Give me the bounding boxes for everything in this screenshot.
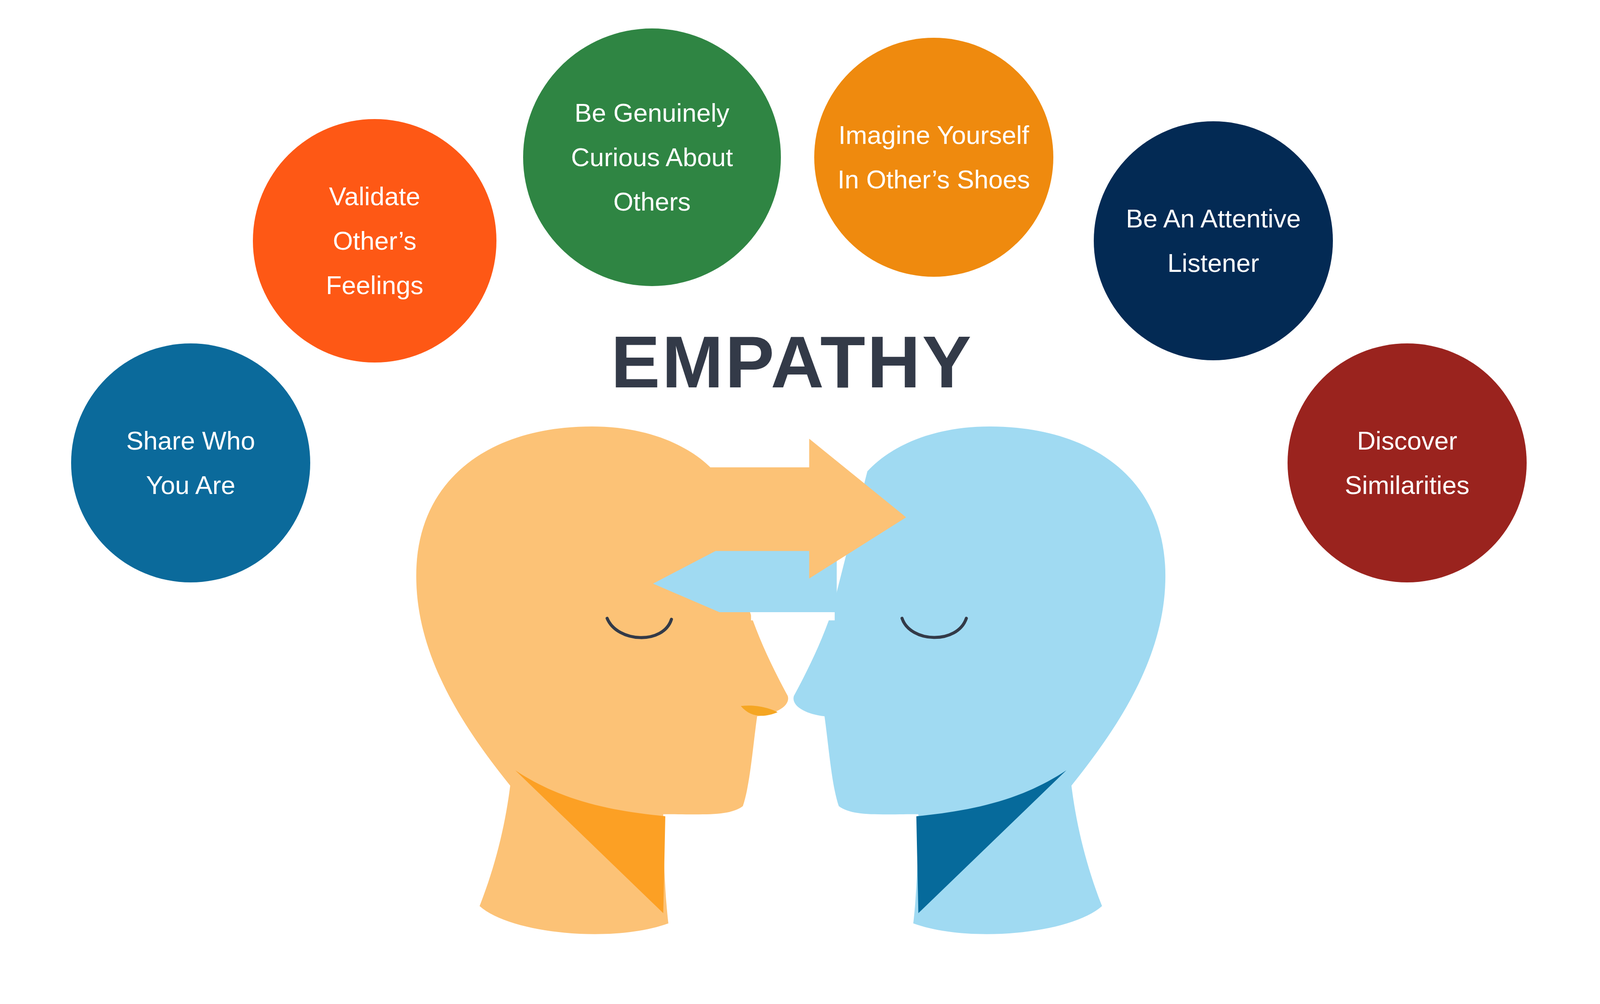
closed-eye xyxy=(902,618,967,638)
node-label: Imagine Yourself In Other’s Shoes xyxy=(836,112,1032,202)
circle-node: Validate Other’s Feelings xyxy=(252,119,497,363)
diagram-title: EMPATHY xyxy=(611,325,974,400)
circle-node: Share Who You Are xyxy=(71,343,311,583)
node-label: Be Genuinely Curious About Others xyxy=(554,90,750,224)
node-label: Discover Similarities xyxy=(1318,418,1496,508)
collar-shade xyxy=(515,770,666,914)
notch xyxy=(751,612,835,621)
circle-node: Be Genuinely Curious About Others xyxy=(523,28,781,287)
node-label: Be An Attentive Listener xyxy=(1124,196,1303,286)
circle-node: Imagine Yourself In Other’s Shoes xyxy=(814,37,1054,277)
orange-arrow xyxy=(704,439,907,580)
closed-eye xyxy=(607,618,672,638)
circle-node: Be An Attentive Listener xyxy=(1093,121,1333,361)
node-label: Share Who You Are xyxy=(101,418,280,508)
collar-shade xyxy=(916,770,1067,914)
nose-shade xyxy=(740,705,778,716)
circle-node: Discover Similarities xyxy=(1287,343,1527,583)
node-label: Validate Other’s Feelings xyxy=(285,174,464,308)
